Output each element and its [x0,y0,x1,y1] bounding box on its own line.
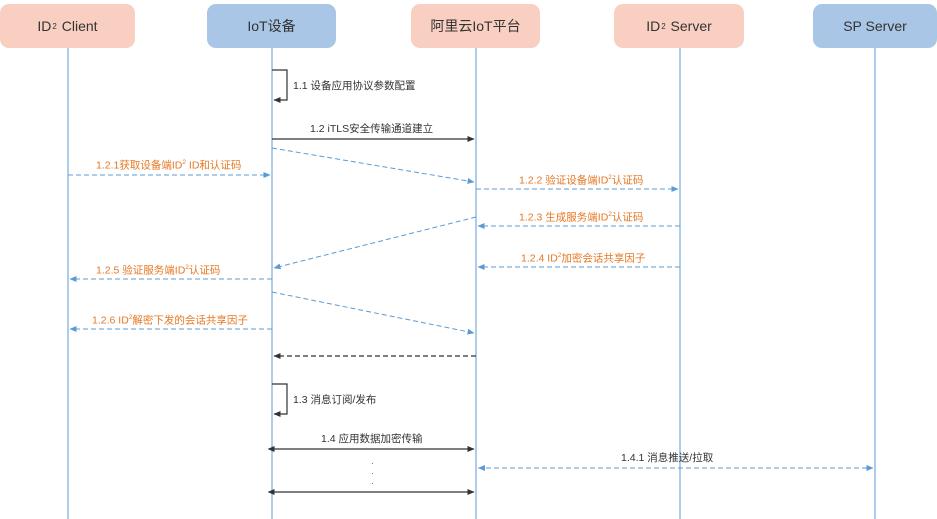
actor-ali-iot-platform-name: 阿里云IoT平台 [430,18,521,34]
actor-iot-device: IoT设备 [207,4,336,48]
msg-1-2-label: 1.2 iTLS安全传输通道建立 [310,123,434,135]
msg-diagonal-3-arrow [271,291,475,335]
actor-id2-client-suffix: Client [57,18,98,34]
actor-id2-server-name: ID [646,18,661,34]
msg-1-2-1-label-pre: 1.2.1获取设备端ID [96,159,183,172]
msg-1-2-5-label-pre: 1.2.5 验证服务端ID [96,264,186,277]
ellipsis-dot-3: · [371,479,374,488]
actor-iot-device-name: IoT设备 [247,18,296,34]
actor-sp-server: SP Server [813,4,937,48]
msg-1-1-arrow [272,69,288,103]
msg-1-2-5-label-post: 认证码 [188,264,221,277]
msg-1-2-3-label-sup: 2 [608,211,612,218]
msg-1-2-1-label-post: ID和认证码 [185,159,242,172]
msg-diagonal-2-arrow [273,216,477,270]
msg-1-4-label: 1.4 应用数据加密传输 [321,433,423,445]
msg-1-2-6-label-pre: 1.2.6 ID [92,314,129,327]
ellipsis-dot-1: · [371,459,374,468]
msg-1-1-label: 1.1 设备应用协议参数配置 [293,80,416,92]
msg-1-2-6-label-sup: 2 [128,314,133,321]
actor-sp-server-name: SP Server [843,18,907,34]
ellipsis-dot-2: · [371,469,374,478]
actor-id2-server-sup: 2 [661,21,666,31]
msg-1-2-3-label-pre: 1.2.3 生成服务端ID [519,211,609,224]
msg-1-2-6-label: 1.2.6 ID2解密下发的会话共享因子 [92,312,248,327]
msg-1-4-1-label: 1.4.1 消息推送/拉取 [621,452,714,464]
actor-id2-server-suffix: Server [666,18,712,34]
msg-1-4-1-arrow-start [478,465,485,471]
actor-ali-iot-platform: 阿里云IoT平台 [411,4,540,48]
msg-1-2-1-label: 1.2.1获取设备端ID2 ID和认证码 [96,157,241,172]
actor-id2-client-sup: 2 [52,21,57,31]
msg-1-2-4-label-post: 加密会话共享因子 [561,252,646,265]
msg-1-2-5-label: 1.2.5 验证服务端ID2认证码 [96,262,220,277]
msg-1-2-5-label-sup: 2 [185,264,189,271]
msg-1-2-2-label: 1.2.2 验证设备端ID2认证码 [519,172,643,187]
msg-diagonal-1-arrow [271,147,475,184]
msg-1-2-3-label-post: 认证码 [611,211,644,224]
msg-1-2-2-label-pre: 1.2.2 验证设备端ID [519,174,609,187]
msg-1-2-4-label-sup: 2 [557,252,562,259]
msg-1-3-arrow [272,383,288,417]
msg-1-2-4-label: 1.2.4 ID2加密会话共享因子 [521,250,645,265]
msg-1-2-4-label-pre: 1.2.4 ID [521,252,558,265]
msg-1-2-2-label-sup: 2 [608,174,612,181]
msg-1-2-3-label: 1.2.3 生成服务端ID2认证码 [519,209,643,224]
msg-1-3-label: 1.3 消息订阅/发布 [293,394,377,406]
msg-1-2-2-label-post: 认证码 [611,174,644,187]
msg-1-2-6-label-post: 解密下发的会话共享因子 [132,314,248,327]
actor-id2-client-name: ID [37,18,52,34]
msg-1-2-1-label-sup: 2 [182,159,186,166]
